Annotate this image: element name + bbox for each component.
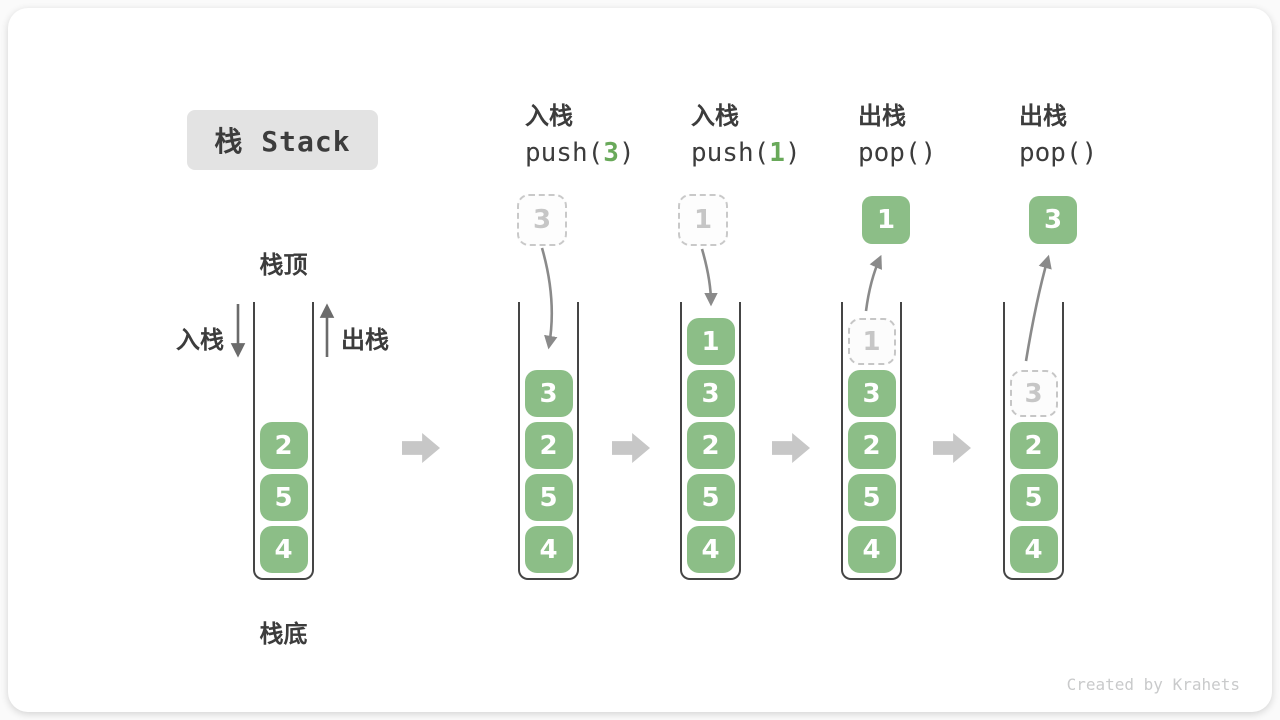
stack-cell: 2 <box>1009 422 1058 469</box>
op-code: push(1) <box>691 139 801 168</box>
op-label-push-1: 入栈 push(1) <box>691 103 801 168</box>
stack-items: 3 2 5 4 <box>520 302 577 578</box>
popped-value-box: 1 <box>862 196 910 244</box>
op-label-pop-3: 出栈 pop() <box>1019 103 1097 168</box>
push-1-curve-arrow <box>700 248 718 307</box>
op-name: 入栈 <box>525 102 573 130</box>
ghost-cell: 3 <box>1009 370 1058 417</box>
op-code: pop() <box>858 139 936 168</box>
stack-cell: 2 <box>259 422 308 469</box>
watermark: Created by Krahets <box>1066 675 1240 694</box>
stack-cell: 4 <box>1009 526 1058 573</box>
code-post: ) <box>1081 138 1098 169</box>
op-name: 出栈 <box>858 102 906 130</box>
stack-cell: 2 <box>686 422 735 469</box>
stack-items: 3 2 5 4 <box>1005 302 1062 578</box>
stack-state-initial: 2 5 4 <box>253 302 314 580</box>
code-post: ) <box>618 138 635 169</box>
step-arrow-icon <box>612 433 650 463</box>
incoming-value-box: 3 <box>517 194 567 246</box>
code-pre: push( <box>691 138 770 169</box>
code-pre: pop( <box>858 138 921 169</box>
diagram-card: 栈 Stack 入栈 push(3) 入栈 push(1) 出栈 pop() 出… <box>8 8 1272 712</box>
stack-cell: 5 <box>1009 474 1058 521</box>
stack-cell: 4 <box>847 526 896 573</box>
stack-cell: 1 <box>686 318 735 365</box>
stack-items: 1 3 2 5 4 <box>682 302 739 578</box>
stack-cell: 4 <box>259 526 308 573</box>
popped-value-box: 3 <box>1029 196 1077 244</box>
code-pre: pop( <box>1019 138 1082 169</box>
stack-cell: 4 <box>686 526 735 573</box>
op-name: 出栈 <box>1019 102 1067 130</box>
title-label: 栈 Stack <box>214 125 351 158</box>
stack-cell: 4 <box>524 526 573 573</box>
code-pre: push( <box>525 138 604 169</box>
stack-items: 2 5 4 <box>255 302 312 578</box>
stack-top-label: 栈顶 <box>259 251 308 279</box>
step-arrow-icon <box>772 433 810 463</box>
stack-bottom-label: 栈底 <box>259 620 308 648</box>
code-arg: 3 <box>603 138 619 169</box>
op-code: pop() <box>1019 139 1097 168</box>
stack-cell: 5 <box>524 474 573 521</box>
title-box: 栈 Stack <box>187 110 378 170</box>
step-arrow-icon <box>933 433 971 463</box>
stack-cell: 2 <box>524 422 573 469</box>
stack-state-after-push-3: 3 2 5 4 <box>518 302 579 580</box>
stack-cell: 3 <box>847 370 896 417</box>
step-arrow-icon <box>402 433 440 463</box>
code-post: ) <box>920 138 937 169</box>
push-direction-label: 入栈 <box>176 326 224 354</box>
pop-direction-label: 出栈 <box>341 326 389 354</box>
stack-cell: 2 <box>847 422 896 469</box>
stack-cell: 3 <box>686 370 735 417</box>
op-name: 入栈 <box>691 102 739 130</box>
stack-state-after-push-1: 1 3 2 5 4 <box>680 302 741 580</box>
stack-state-after-pop-1: 1 3 2 5 4 <box>841 302 902 580</box>
stack-cell: 5 <box>847 474 896 521</box>
stack-state-after-pop-3: 3 2 5 4 <box>1003 302 1064 580</box>
stack-cell: 5 <box>686 474 735 521</box>
ghost-cell: 1 <box>847 318 896 365</box>
code-arg: 1 <box>769 138 785 169</box>
code-post: ) <box>784 138 801 169</box>
op-label-push-3: 入栈 push(3) <box>525 103 635 168</box>
stack-cell: 3 <box>524 370 573 417</box>
incoming-value-box: 1 <box>678 194 728 246</box>
op-code: push(3) <box>525 139 635 168</box>
stack-items: 1 3 2 5 4 <box>843 302 900 578</box>
stack-cell: 5 <box>259 474 308 521</box>
op-label-pop-1: 出栈 pop() <box>858 103 936 168</box>
